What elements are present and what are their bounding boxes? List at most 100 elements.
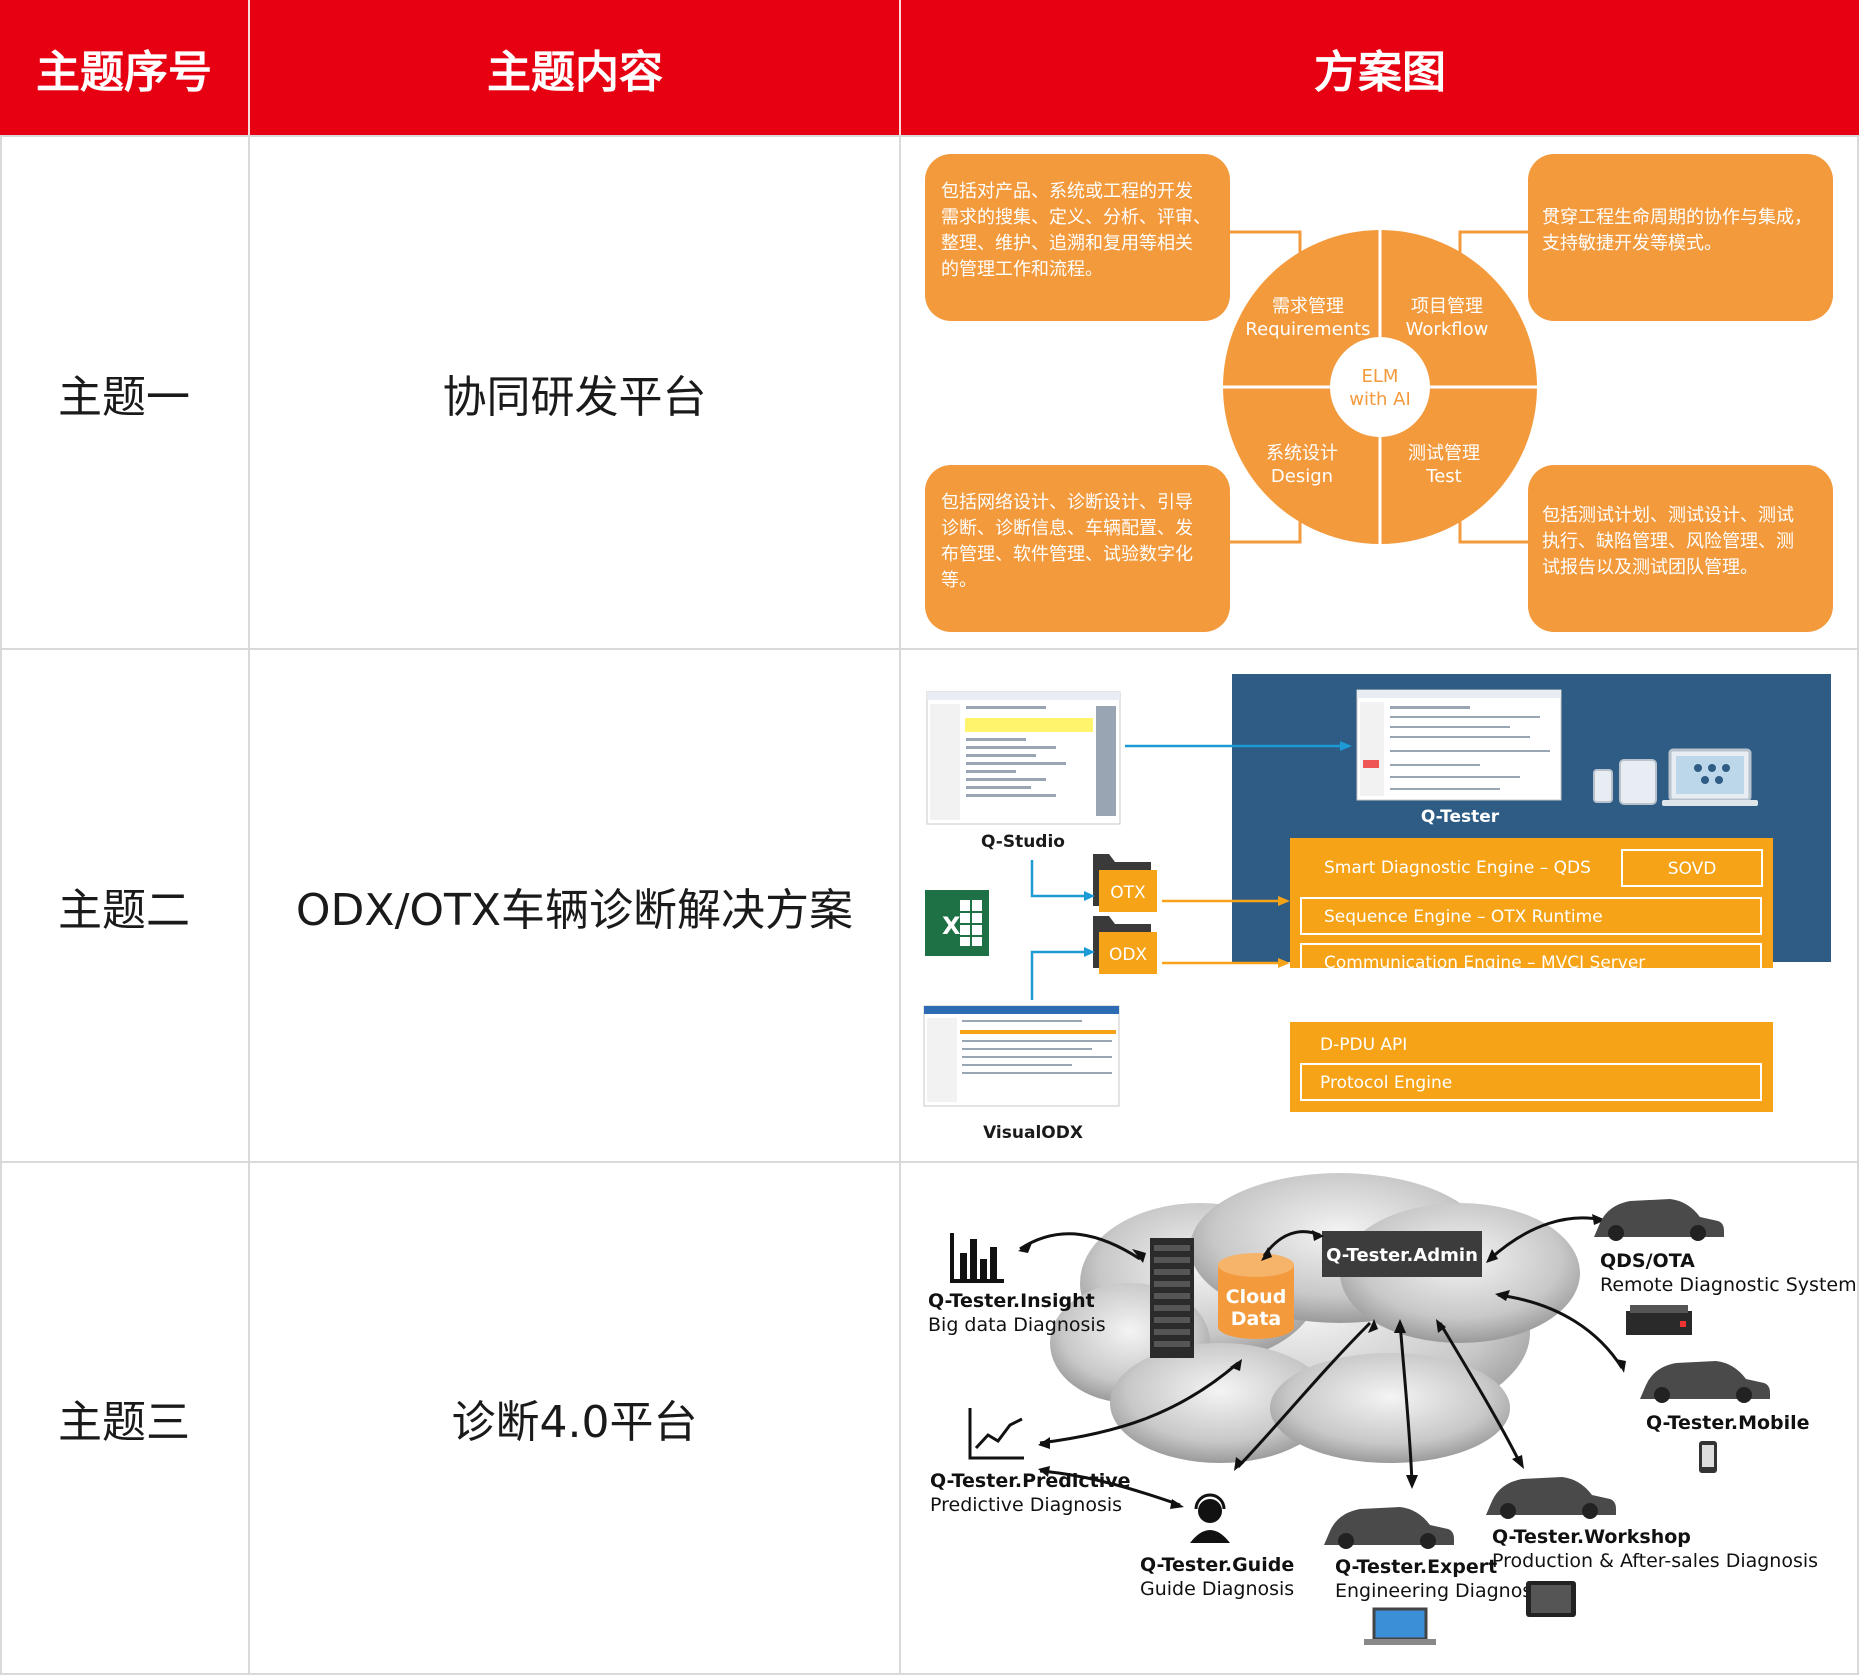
- cloud-data-label: Cloud: [1226, 1286, 1287, 1308]
- header-col-number: 主题序号: [36, 46, 212, 98]
- dpdu-label: D-PDU API: [1320, 1035, 1407, 1055]
- guide-headset-icon: [1190, 1493, 1230, 1543]
- otx-folder-icon: OTX: [1093, 854, 1157, 912]
- remote-device-icon: [1626, 1305, 1692, 1335]
- col-divider: [0, 135, 2, 1675]
- odx-folder-icon: ODX: [1093, 916, 1157, 974]
- guide-subtitle: Guide Diagnosis: [1140, 1578, 1294, 1600]
- box-tl-line: 的管理工作和流程。: [941, 259, 1103, 280]
- box-tl-line: 整理、维护、追溯和复用等相关: [941, 233, 1193, 254]
- q-tester-admin-box: [1322, 1231, 1482, 1277]
- box-br-line: 试报告以及测试团队管理。: [1542, 557, 1758, 578]
- expert-subtitle: Engineering Diagnosis: [1335, 1580, 1547, 1602]
- diagnosis-4-diagram: Cloud Data Q-Tester.Admin: [900, 1163, 1859, 1673]
- predictive-trend-icon: [968, 1408, 1024, 1460]
- box-tl-line: 需求的搜集、定义、分析、评审、: [941, 207, 1211, 228]
- row-divider: [0, 648, 1859, 650]
- col-divider: [1857, 135, 1859, 1675]
- header-divider: [899, 0, 901, 135]
- svg-text:X: X: [942, 912, 961, 940]
- q-tester-screenshot: [1356, 689, 1562, 801]
- row-2-content: ODX/OTX车辆诊断解决方案: [295, 884, 854, 936]
- predictive-title: Q-Tester.Predictive: [930, 1470, 1131, 1492]
- sovd-box: [1621, 849, 1763, 887]
- guide-title: Q-Tester.Guide: [1140, 1554, 1294, 1576]
- smart-engine-title: Smart Diagnostic Engine – QDS: [1324, 858, 1591, 878]
- elm-label: with AI: [1349, 389, 1411, 410]
- box-tr-line: 支持敏捷开发等模式。: [1542, 233, 1722, 254]
- workshop-title: Q-Tester.Workshop: [1492, 1526, 1691, 1548]
- requirements-label-cn: 需求管理: [1272, 296, 1344, 317]
- cloud-data-database-icon: Cloud Data: [1218, 1253, 1294, 1339]
- design-label-en: Design: [1271, 466, 1333, 487]
- row-divider: [0, 135, 1859, 137]
- qds-title: QDS/OTA: [1600, 1250, 1695, 1272]
- workflow-label-en: Workflow: [1406, 319, 1489, 340]
- header-divider: [248, 0, 250, 135]
- odx-label: ODX: [1109, 945, 1147, 965]
- devices-icon: [1593, 748, 1758, 806]
- row-3-content: 诊断4.0平台: [451, 1397, 698, 1448]
- box-bl-line: 布管理、软件管理、试验数字化: [941, 544, 1193, 565]
- insight-subtitle: Big data Diagnosis: [928, 1314, 1106, 1336]
- mobile-car-icon: [1640, 1361, 1770, 1403]
- sequence-engine-box: [1300, 897, 1762, 935]
- insight-bar-chart-icon: [950, 1233, 1004, 1283]
- predictive-subtitle: Predictive Diagnosis: [930, 1494, 1122, 1516]
- header-col-content: 主题内容: [487, 46, 663, 98]
- row-divider: [0, 1161, 1859, 1163]
- cloud-data-label: Data: [1231, 1308, 1282, 1330]
- protocol-engine-label: Protocol Engine: [1320, 1073, 1452, 1093]
- workflow-label-cn: 项目管理: [1411, 296, 1483, 317]
- q-tester-admin-label: Q-Tester.Admin: [1326, 1245, 1478, 1266]
- box-bl-line: 等。: [941, 570, 977, 591]
- otx-label: OTX: [1110, 883, 1146, 903]
- visual-odx-screenshot: [923, 1005, 1120, 1107]
- qds-subtitle: Remote Diagnostic System: [1600, 1274, 1857, 1296]
- phone-icon: [1699, 1441, 1717, 1473]
- communication-engine-label: Communication Engine – MVCI Server: [1324, 953, 1645, 973]
- cloud-shape: [1050, 1173, 1580, 1463]
- box-br-line: 包括测试计划、测试设计、测试: [1542, 505, 1794, 526]
- communication-engine-box: [1300, 943, 1762, 981]
- expert-car-icon: [1324, 1507, 1454, 1549]
- requirements-desc-box: [925, 154, 1230, 321]
- visual-odx-label: VisualODX: [983, 1123, 1083, 1143]
- mobile-title: Q-Tester.Mobile: [1646, 1412, 1810, 1434]
- design-desc-box: [925, 465, 1230, 632]
- box-br-line: 执行、缺陷管理、风险管理、测: [1542, 531, 1794, 552]
- row-3-number: 主题三: [58, 1397, 190, 1448]
- dpdu-block: [1290, 1022, 1773, 1112]
- header-col-diagram: 方案图: [1314, 46, 1446, 98]
- elm-diagram: 包括对产品、系统或工程的开发 需求的搜集、定义、分析、评审、 整理、维护、追溯和…: [900, 137, 1859, 648]
- sequence-engine-label: Sequence Engine – OTX Runtime: [1324, 907, 1603, 927]
- tablet-icon: [1526, 1581, 1576, 1617]
- elm-core: [1330, 337, 1430, 437]
- q-studio-label: Q-Studio: [981, 832, 1065, 852]
- row-1-content: 协同研发平台: [442, 371, 707, 423]
- workshop-car-icon: [1486, 1477, 1616, 1519]
- table-header: 主题序号 主题内容 方案图: [0, 0, 1859, 135]
- smart-engine-block: [1290, 838, 1773, 968]
- box-bl-line: 包括网络设计、诊断设计、引导: [941, 492, 1193, 513]
- q-tester-label: Q-Tester: [1421, 807, 1500, 827]
- box-tl-line: 包括对产品、系统或工程的开发: [941, 181, 1193, 202]
- elm-label: ELM: [1362, 366, 1399, 387]
- sovd-label: SOVD: [1668, 859, 1717, 879]
- row-2-number: 主题二: [58, 884, 190, 936]
- test-desc-box: [1528, 465, 1833, 632]
- server-rack-icon: [1150, 1238, 1194, 1358]
- test-label-cn: 测试管理: [1408, 443, 1480, 464]
- test-label-en: Test: [1425, 466, 1461, 487]
- box-tr-line: 贯穿工程生命周期的协作与集成，: [1542, 207, 1812, 228]
- requirements-label-en: Requirements: [1245, 319, 1370, 340]
- q-studio-screenshot: [926, 691, 1121, 825]
- workflow-desc-box: [1528, 154, 1833, 321]
- col-divider: [248, 135, 250, 1675]
- row-1-number: 主题一: [58, 371, 190, 423]
- row-divider: [0, 1673, 1859, 1675]
- expert-title: Q-Tester.Expert: [1335, 1556, 1497, 1578]
- box-bl-line: 诊断、诊断信息、车辆配置、发: [941, 518, 1193, 539]
- protocol-engine-box: [1300, 1063, 1762, 1101]
